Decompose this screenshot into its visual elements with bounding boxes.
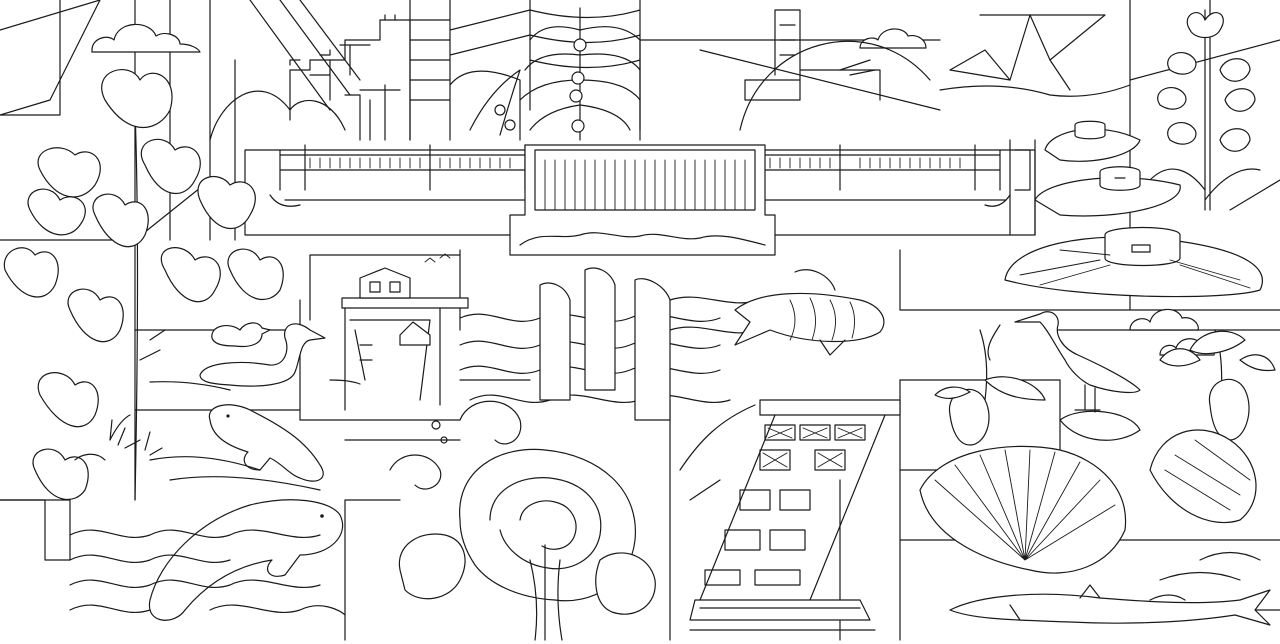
- flower-spike: [1149, 9, 1261, 211]
- dam-bridge: [244, 139, 1036, 256]
- water-waves-left: [69, 456, 346, 616]
- origami-shapes: [939, 14, 1131, 97]
- orchid-left: [934, 324, 1046, 446]
- lotus-fan-leaf: [919, 410, 1141, 574]
- leaf-tree-left: [3, 69, 284, 501]
- dugong-upper: [208, 404, 324, 482]
- curved-tower: [409, 0, 641, 141]
- egret: [1014, 311, 1141, 413]
- rounded-hills: [209, 40, 931, 141]
- industrial-buildings: [289, 14, 411, 141]
- sturgeon: [949, 551, 1271, 626]
- watchtower: [744, 9, 881, 101]
- duck-small: [211, 322, 271, 348]
- stilt-house: [309, 253, 469, 411]
- cloud-top-left: [91, 23, 201, 53]
- orchid-right: [1149, 329, 1276, 524]
- swirl-bubbles: [344, 400, 522, 641]
- pier-structure: [679, 399, 901, 631]
- berry-branch: [469, 7, 641, 141]
- dam-gate: [509, 144, 776, 256]
- cylinder-pillars: [539, 267, 671, 421]
- dugong-lower: [148, 499, 344, 621]
- lily-pad-pods: [1004, 120, 1263, 298]
- swan: [149, 323, 361, 391]
- scalloped-mushroom: [398, 448, 656, 641]
- striped-fish: [734, 269, 885, 356]
- cloud-top-center: [859, 28, 927, 49]
- cloud-right: [1129, 308, 1199, 331]
- grass-tuft: [109, 419, 163, 456]
